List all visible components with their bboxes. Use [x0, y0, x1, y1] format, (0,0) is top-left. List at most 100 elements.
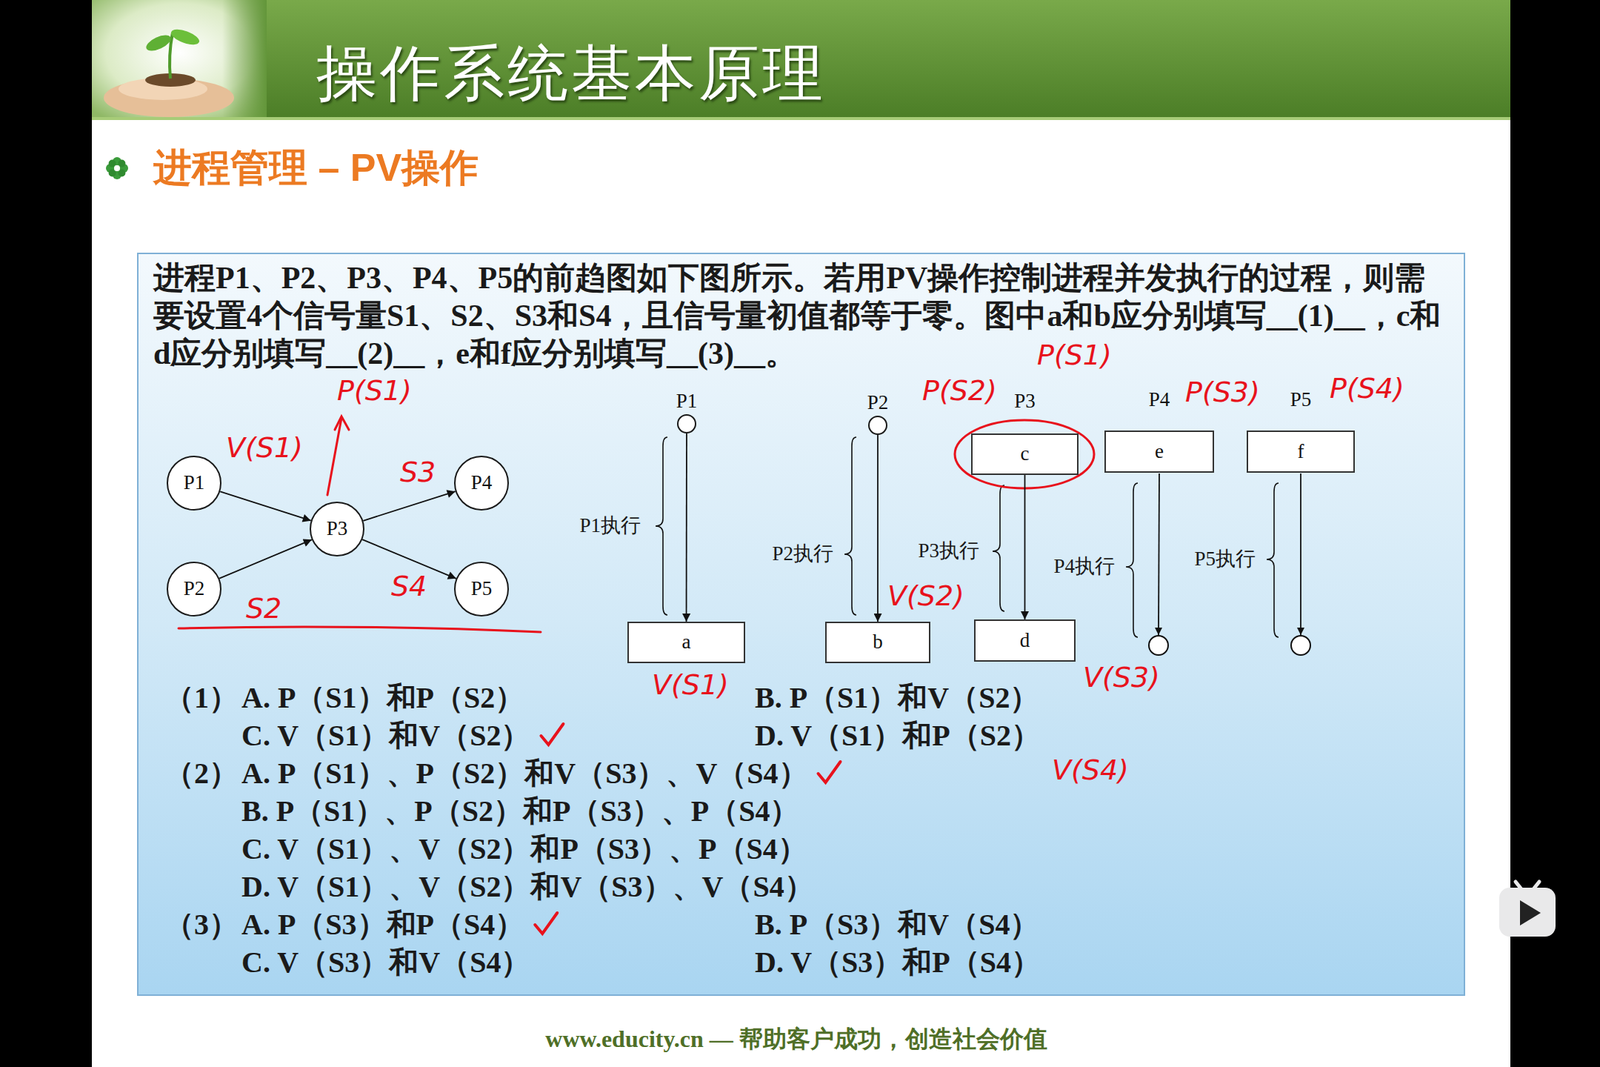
drawn-circle: [1291, 635, 1311, 655]
handwritten-note: S4: [391, 570, 427, 603]
node-text: c: [1020, 442, 1030, 466]
slide-title: 操作系统基本原理: [316, 33, 826, 115]
drawn-circle: [108, 160, 117, 168]
precedence-arrow: [685, 433, 688, 622]
drawn-circle: [117, 168, 126, 177]
drawn-stroke: [534, 912, 558, 934]
drawn-rect: [137, 253, 1465, 995]
answer-option: B. P（S1）、P（S2）和P（S3）、P（S4）: [241, 794, 800, 829]
drawn-stroke: [1520, 900, 1541, 926]
node-text: a: [682, 630, 692, 654]
footer-text: www.educity.cn — 帮助客户成功，创造社会价值: [545, 1025, 1047, 1053]
node-text: P5: [471, 577, 493, 600]
process-label: P4执行: [1053, 554, 1115, 578]
drawn-stroke: [992, 485, 1005, 612]
drawn-rect: [91, 0, 1511, 1067]
drawn-stroke: [818, 761, 841, 783]
node-text: b: [872, 630, 883, 654]
process-label: P1执行: [579, 514, 641, 538]
process-circle: P5: [454, 561, 509, 617]
process-label: P5执行: [1194, 547, 1256, 571]
process-label: P5: [1290, 388, 1312, 412]
answer-option: （3）: [164, 907, 239, 942]
answer-option: D. V（S3）和P（S4）: [754, 945, 1041, 980]
operation-box: P4e: [1104, 430, 1215, 473]
drawn-rect: [91, 117, 1511, 120]
process-label: P2: [867, 391, 889, 415]
answer-option: A. P（S1）、P（S2）和V（S3）、V（S4）: [241, 756, 809, 791]
node-text: P2: [183, 577, 206, 600]
drawn-circle: [117, 160, 126, 168]
precedence-arrow: [362, 491, 455, 521]
drawn-group: [1499, 881, 1556, 937]
drawn-line: [1300, 473, 1302, 635]
process-circle: P4: [454, 455, 509, 511]
drawn-line: [1158, 473, 1160, 635]
answer-option: B. P（S3）和V（S4）: [754, 907, 1040, 942]
handwritten-note: V(S4): [1051, 754, 1129, 787]
node-text: P3: [326, 517, 349, 540]
drawn-ellipse: [168, 26, 201, 49]
drawn-stroke: [844, 437, 857, 615]
answer-option: （1）: [164, 680, 239, 715]
process-circle: P3: [309, 501, 365, 557]
drawn-rect: [91, 0, 1511, 118]
answer-option: C. V（S1）和V（S2）: [241, 718, 531, 753]
operation-box: d: [974, 619, 1076, 662]
drawn-line: [1515, 881, 1522, 889]
handwritten-note: P(S2): [922, 374, 998, 408]
handwritten-note: P(S4): [1329, 372, 1405, 406]
answer-option: A. P（S3）和P（S4）: [241, 907, 525, 942]
start-point: P1: [677, 414, 697, 434]
drawn-rect: [91, 0, 267, 118]
handwritten-note: S3: [400, 456, 436, 489]
node-text: e: [1154, 440, 1164, 463]
drawn-stroke: [1125, 482, 1138, 638]
answer-option: C. V（S1）、V（S2）和P（S3）、P（S4）: [241, 831, 808, 866]
process-label: P2执行: [771, 542, 834, 566]
handwritten-note: V(S3): [1082, 661, 1160, 695]
handwritten-note: P(S1): [337, 374, 412, 408]
drawn-group: [105, 157, 129, 180]
handwritten-note: V(S1): [225, 431, 303, 465]
process-label: P4: [1148, 388, 1171, 412]
answer-option: B. P（S1）和V（S2）: [754, 680, 1040, 715]
node-text: d: [1020, 628, 1031, 652]
start-point: P2: [868, 415, 888, 435]
answer-option: A. P（S1）和P（S2）: [241, 680, 525, 715]
handwritten-note: V(S2): [887, 580, 965, 613]
process-label: P3执行: [917, 539, 980, 563]
drawn-ellipse: [143, 31, 173, 55]
node-text: P1: [183, 471, 206, 495]
question-text: 进程P1、P2、P3、P4、P5的前趋图如下图所示。若用PV操作控制进程并发执行…: [153, 259, 1443, 373]
drawn-rect: [1499, 887, 1556, 937]
operation-box: P3c: [971, 433, 1079, 475]
precedence-arrow: [877, 434, 879, 622]
drawn-circle: [114, 165, 120, 172]
operation-box: P5f: [1246, 430, 1355, 473]
precedence-arrow: [220, 491, 312, 520]
node-text: P4: [471, 471, 493, 495]
slide-subtitle: 进程管理 – PV操作: [153, 145, 479, 191]
process-circle: P2: [166, 561, 222, 617]
node-text: f: [1297, 440, 1305, 463]
process-label: P1: [676, 389, 698, 413]
process-label: P3: [1014, 389, 1036, 413]
drawn-line: [1533, 881, 1540, 889]
drawn-stroke: [655, 437, 668, 615]
drawn-stroke: [334, 416, 349, 430]
drawn-circle: [108, 168, 117, 177]
precedence-arrow: [219, 539, 312, 578]
answer-option: D. V（S1）和P（S2）: [754, 718, 1041, 753]
operation-box: b: [825, 621, 931, 663]
drawn-stroke: [540, 723, 563, 745]
answer-option: D. V（S1）、V（S2）和V（S3）、V（S4）: [241, 869, 815, 904]
precedence-arrow: [1024, 474, 1026, 620]
answer-option: C. V（S3）和V（S4）: [241, 945, 531, 980]
drawn-stroke: [1266, 482, 1279, 638]
handwritten-note: V(S1): [651, 668, 729, 702]
answer-option: （2）: [164, 756, 239, 791]
handwritten-note: S2: [245, 592, 282, 626]
operation-box: a: [627, 621, 746, 663]
drawn-circle: [1148, 635, 1169, 655]
